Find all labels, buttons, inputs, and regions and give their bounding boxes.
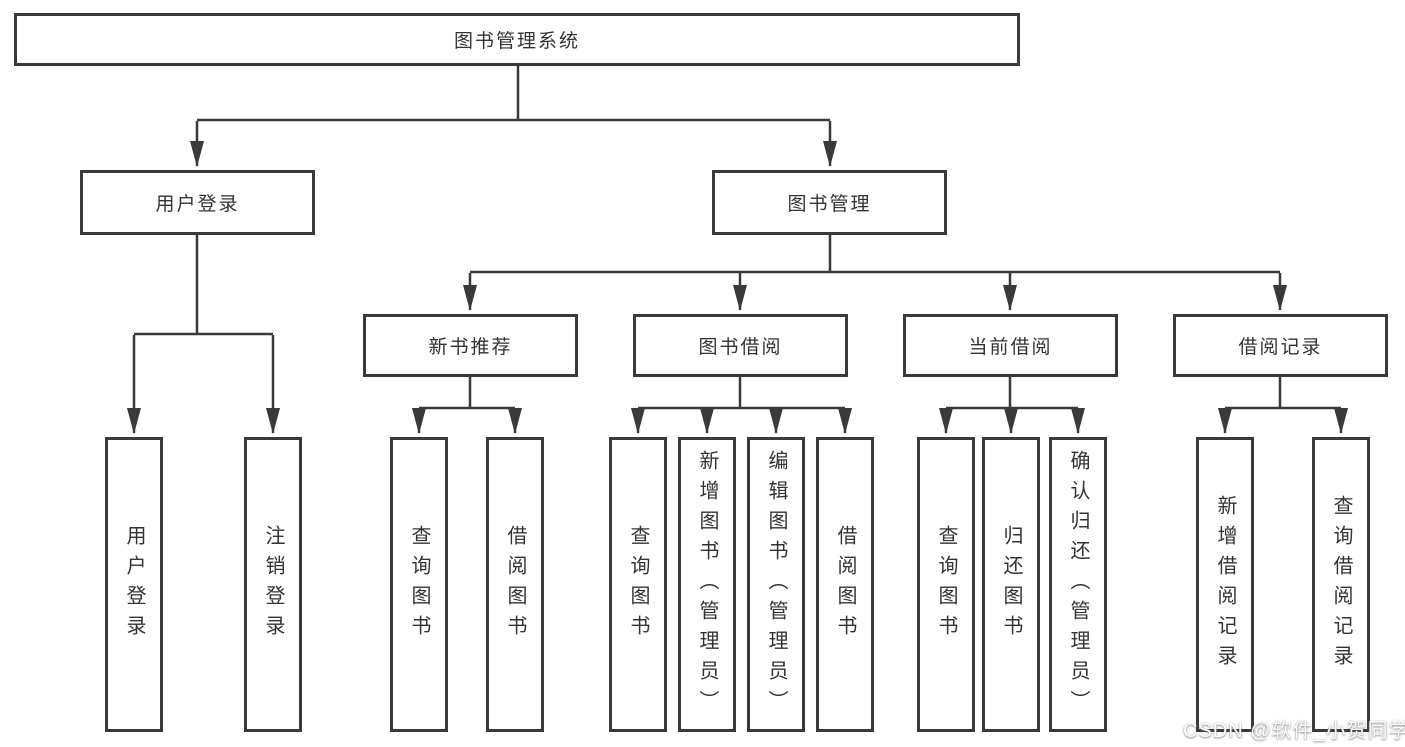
node-label: 确认归还（管理员） xyxy=(1067,449,1089,720)
node-label: 借阅图书 xyxy=(834,524,856,645)
node-label: 借阅记录 xyxy=(1238,337,1323,358)
leaf-br-add-record: 新增借阅记录 xyxy=(1196,437,1254,732)
node-label: 图书管理 xyxy=(787,194,872,215)
leaf-cb-return-books: 归还图书 xyxy=(982,437,1040,732)
node-current-borrowing: 当前借阅 xyxy=(903,314,1118,377)
leaf-bb-borrow-books: 借阅图书 xyxy=(816,437,874,732)
node-label: 编辑图书（管理员） xyxy=(765,449,787,720)
leaf-user-login: 用户登录 xyxy=(105,437,163,732)
node-label: 图书借阅 xyxy=(698,337,783,358)
leaf-nbr-query-books: 查询图书 xyxy=(390,437,448,732)
leaf-bb-add-books-admin: 新增图书（管理员） xyxy=(678,437,736,732)
node-book-borrowing: 图书借阅 xyxy=(633,314,848,377)
node-label: 当前借阅 xyxy=(968,337,1053,358)
node-label: 新书推荐 xyxy=(428,337,513,358)
node-label: 用户登录 xyxy=(155,194,240,215)
leaf-logout: 注销登录 xyxy=(244,437,302,732)
node-label: 新增图书（管理员） xyxy=(696,449,718,720)
node-label: 查询图书 xyxy=(408,524,430,645)
node-user-login: 用户登录 xyxy=(80,170,315,235)
leaf-cb-query-books: 查询图书 xyxy=(917,437,975,732)
csdn-watermark: CSDN @软件_小贺同学 xyxy=(1183,720,1405,742)
node-label: 新增借阅记录 xyxy=(1214,494,1236,675)
leaf-nbr-borrow-books: 借阅图书 xyxy=(486,437,544,732)
leaf-cb-confirm-return-admin: 确认归还（管理员） xyxy=(1049,437,1107,732)
node-root: 图书管理系统 xyxy=(14,13,1020,66)
node-new-book-recommend: 新书推荐 xyxy=(363,314,578,377)
leaf-bb-query-books: 查询图书 xyxy=(609,437,667,732)
node-label: 注销登录 xyxy=(262,524,284,645)
node-label: 查询图书 xyxy=(627,524,649,645)
node-label: 归还图书 xyxy=(1000,524,1022,645)
node-label: 用户登录 xyxy=(123,524,145,645)
node-label: 图书管理系统 xyxy=(453,31,580,52)
node-book-management: 图书管理 xyxy=(712,170,947,235)
node-label: 查询图书 xyxy=(935,524,957,645)
node-borrow-records: 借阅记录 xyxy=(1173,314,1388,377)
node-label: 借阅图书 xyxy=(504,524,526,645)
node-label: 查询借阅记录 xyxy=(1330,494,1352,675)
leaf-br-query-record: 查询借阅记录 xyxy=(1312,437,1370,732)
leaf-bb-edit-books-admin: 编辑图书（管理员） xyxy=(747,437,805,732)
